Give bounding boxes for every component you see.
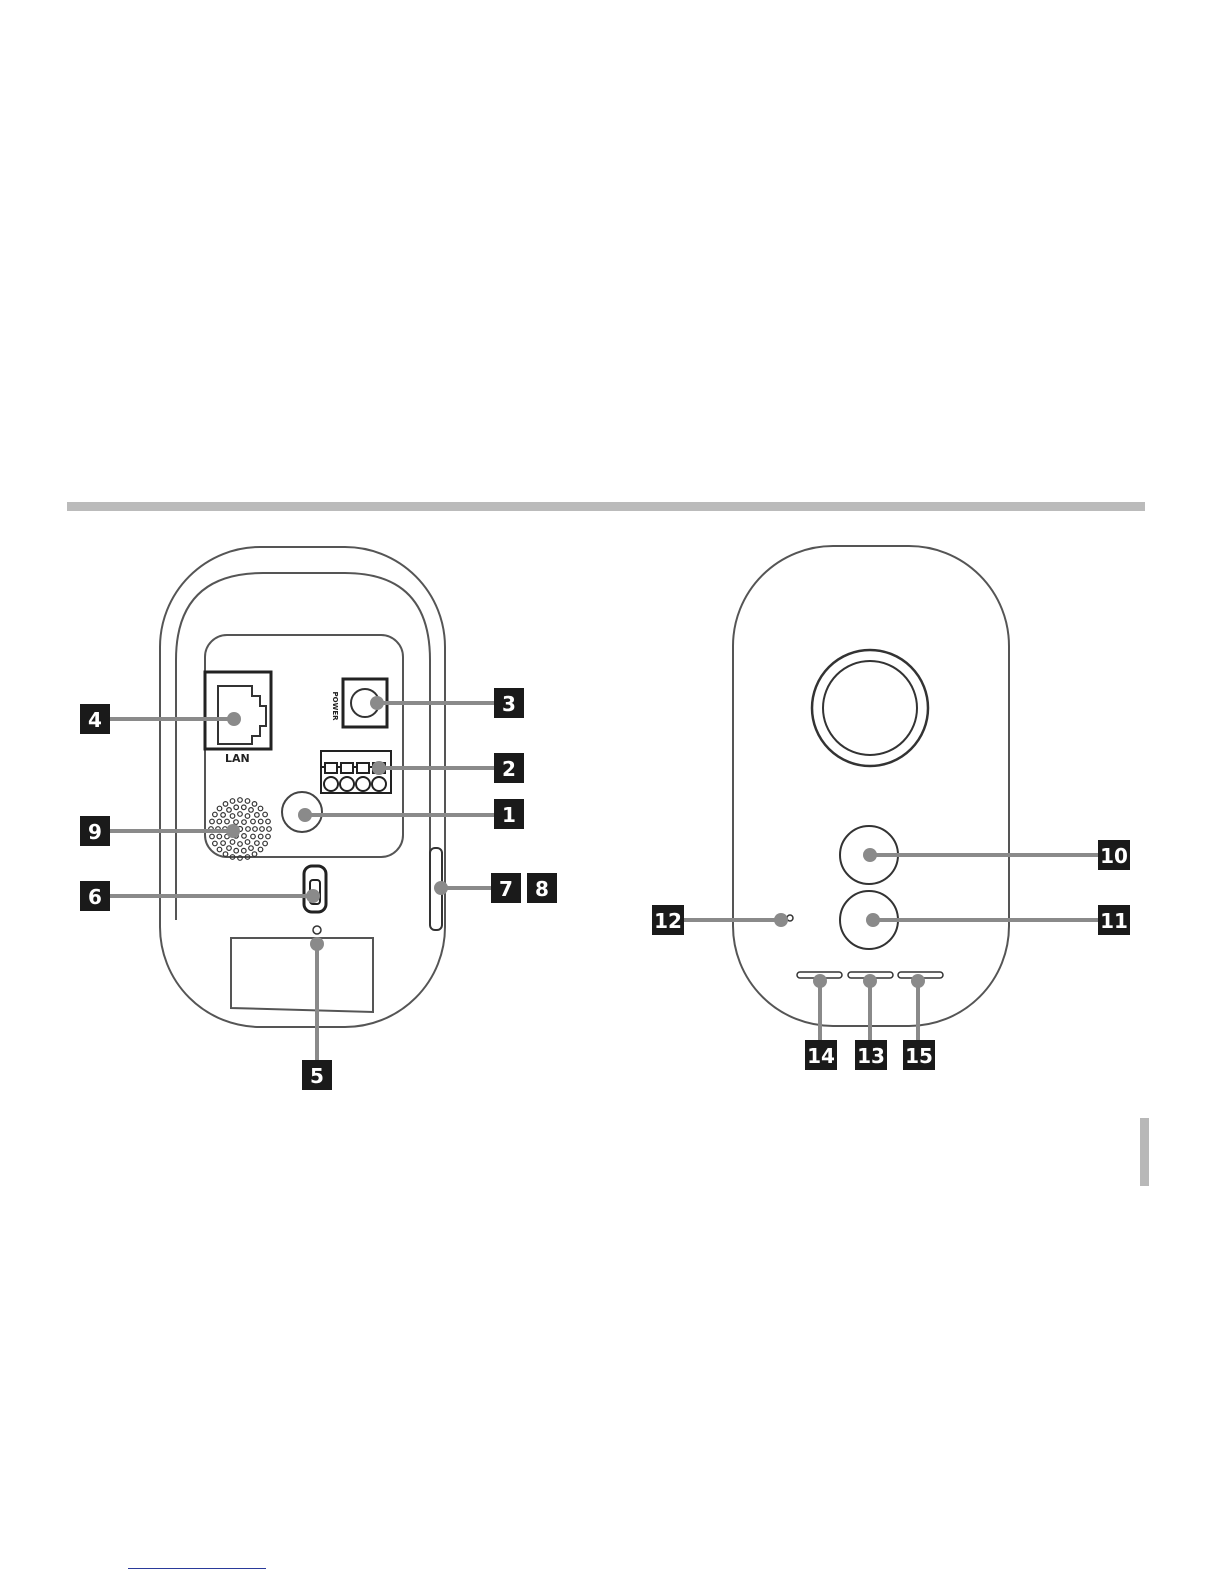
speaker-hole [251, 819, 256, 824]
svg-text:14: 14 [807, 1044, 835, 1068]
speaker-hole [245, 799, 250, 804]
svg-text:1: 1 [502, 803, 516, 827]
speaker-hole [217, 834, 222, 839]
speaker-hole [238, 842, 243, 847]
speaker-hole [238, 798, 243, 803]
svg-text:5: 5 [310, 1064, 324, 1088]
callout-11: 11 [1098, 905, 1130, 935]
speaker-hole [234, 805, 239, 810]
speaker-hole [260, 827, 265, 832]
speaker-hole [263, 812, 268, 817]
callout-5: 5 [302, 1060, 332, 1090]
speaker-hole [225, 819, 230, 824]
svg-text:15: 15 [905, 1044, 933, 1068]
lan-label: LAN [225, 752, 250, 765]
speaker-hole [246, 827, 251, 832]
speaker-hole [251, 834, 256, 839]
speaker-hole [230, 814, 235, 819]
speaker-hole [242, 805, 247, 810]
svg-text:2: 2 [502, 757, 516, 781]
svg-text:12: 12 [654, 909, 682, 933]
speaker-hole [258, 847, 263, 852]
callout-7: 7 [491, 873, 521, 903]
speaker-hole [221, 813, 226, 818]
svg-text:9: 9 [88, 820, 102, 844]
reset-pinhole [313, 926, 321, 934]
callout-15: 15 [903, 1040, 935, 1070]
speaker-hole [249, 846, 254, 851]
front-view: 10 11 12 14 13 15 [652, 546, 1130, 1070]
speaker-hole [267, 827, 272, 832]
power-label: POWER [331, 692, 339, 722]
speaker-hole [252, 802, 257, 807]
speaker-hole [213, 841, 218, 846]
callout-8: 8 [527, 873, 557, 903]
callout-13: 13 [855, 1040, 887, 1070]
speaker-hole [258, 834, 263, 839]
callout-6: 6 [80, 881, 110, 911]
speaker-hole [213, 812, 218, 817]
speaker-hole [266, 834, 271, 839]
lens-icon [812, 650, 928, 766]
svg-text:7: 7 [499, 877, 513, 901]
callout-9: 9 [80, 816, 110, 846]
callout-10: 10 [1098, 840, 1130, 870]
speaker-hole [266, 819, 271, 824]
front-housing [733, 546, 1009, 1026]
speaker-hole [223, 802, 228, 807]
speaker-hole [217, 847, 222, 852]
callout-1: 1 [494, 799, 524, 829]
svg-text:10: 10 [1100, 844, 1128, 868]
callout-4: 4 [80, 704, 110, 734]
speaker-hole [234, 820, 239, 825]
slide-switch [304, 866, 326, 912]
speaker-hole [249, 808, 254, 813]
mount-stand [231, 938, 373, 1012]
speaker-hole [242, 820, 247, 825]
rear-view: LAN POWER [80, 547, 557, 1090]
speaker-hole [227, 846, 232, 851]
callout-12: 12 [652, 905, 684, 935]
speaker-hole [253, 827, 258, 832]
speaker-hole [255, 841, 260, 846]
speaker-hole [242, 848, 247, 853]
svg-text:8: 8 [535, 877, 549, 901]
speaker-hole [230, 840, 235, 845]
speaker-hole [258, 806, 263, 811]
speaker-hole [223, 852, 228, 857]
callout-3: 3 [494, 688, 524, 718]
speaker-hole [230, 799, 235, 804]
speaker-hole [245, 840, 250, 845]
speaker-hole [217, 806, 222, 811]
svg-text:3: 3 [502, 692, 516, 716]
speaker-hole [263, 841, 268, 846]
speaker-hole [242, 834, 247, 839]
footer-link-underline [128, 1568, 266, 1569]
callout-2: 2 [494, 753, 524, 783]
speaker-hole [258, 819, 263, 824]
speaker-hole [227, 808, 232, 813]
svg-text:13: 13 [857, 1044, 885, 1068]
speaker-hole [217, 819, 222, 824]
svg-text:11: 11 [1100, 909, 1128, 933]
callout-14: 14 [805, 1040, 837, 1070]
svg-text:4: 4 [88, 708, 102, 732]
speaker-hole [252, 852, 257, 857]
page-edge-tab [1140, 1118, 1149, 1186]
speaker-hole [238, 812, 243, 817]
svg-text:6: 6 [88, 885, 102, 909]
speaker-hole [210, 834, 215, 839]
speaker-hole [245, 814, 250, 819]
speaker-hole [221, 841, 226, 846]
speaker-hole [255, 813, 260, 818]
speaker-hole [234, 848, 239, 853]
speaker-hole [210, 819, 215, 824]
